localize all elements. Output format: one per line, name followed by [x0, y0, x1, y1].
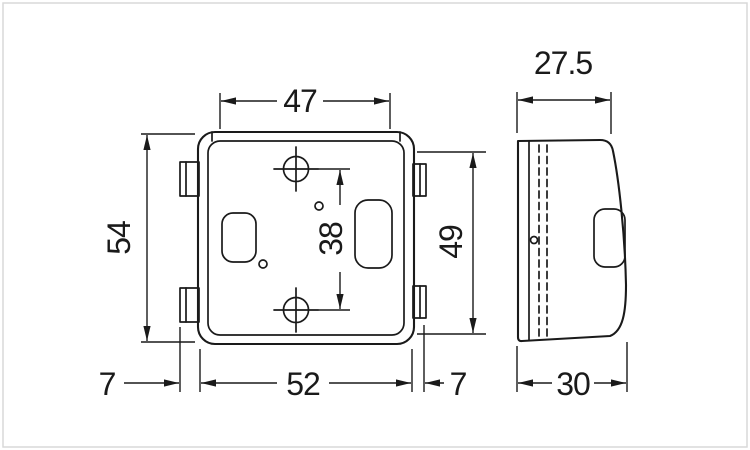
extension-lines: [141, 92, 628, 392]
outer-shell: [196, 130, 416, 346]
dim-label-27-5: 27.5: [534, 45, 592, 81]
dimension-lines: [124, 96, 626, 387]
pilot-hole-lower: [258, 259, 268, 269]
front-view: [179, 130, 427, 346]
side-outline: [516, 138, 628, 343]
dim-label-7-right: 7: [450, 366, 467, 402]
dim-label-30: 30: [556, 366, 590, 402]
dim-label-38: 38: [313, 222, 349, 256]
pilot-hole-upper: [314, 201, 324, 211]
dimension-labels: 47 27.5 54 38 49 7 52 7 30: [99, 45, 594, 402]
side-view: [516, 138, 628, 343]
mounting-tab-left-bottom: [179, 287, 200, 323]
knockout-right: [354, 199, 393, 269]
dim-label-49: 49: [433, 225, 469, 259]
knockout-left: [221, 212, 257, 263]
dim-label-47: 47: [283, 83, 317, 119]
mounting-tab-left-top: [179, 161, 200, 197]
side-pilot-hole: [529, 235, 539, 245]
inner-shell: [207, 140, 405, 336]
dim-label-54: 54: [101, 221, 137, 255]
dim-label-7-left: 7: [99, 366, 116, 402]
dim-label-52: 52: [286, 366, 320, 402]
side-knockout: [593, 208, 626, 268]
